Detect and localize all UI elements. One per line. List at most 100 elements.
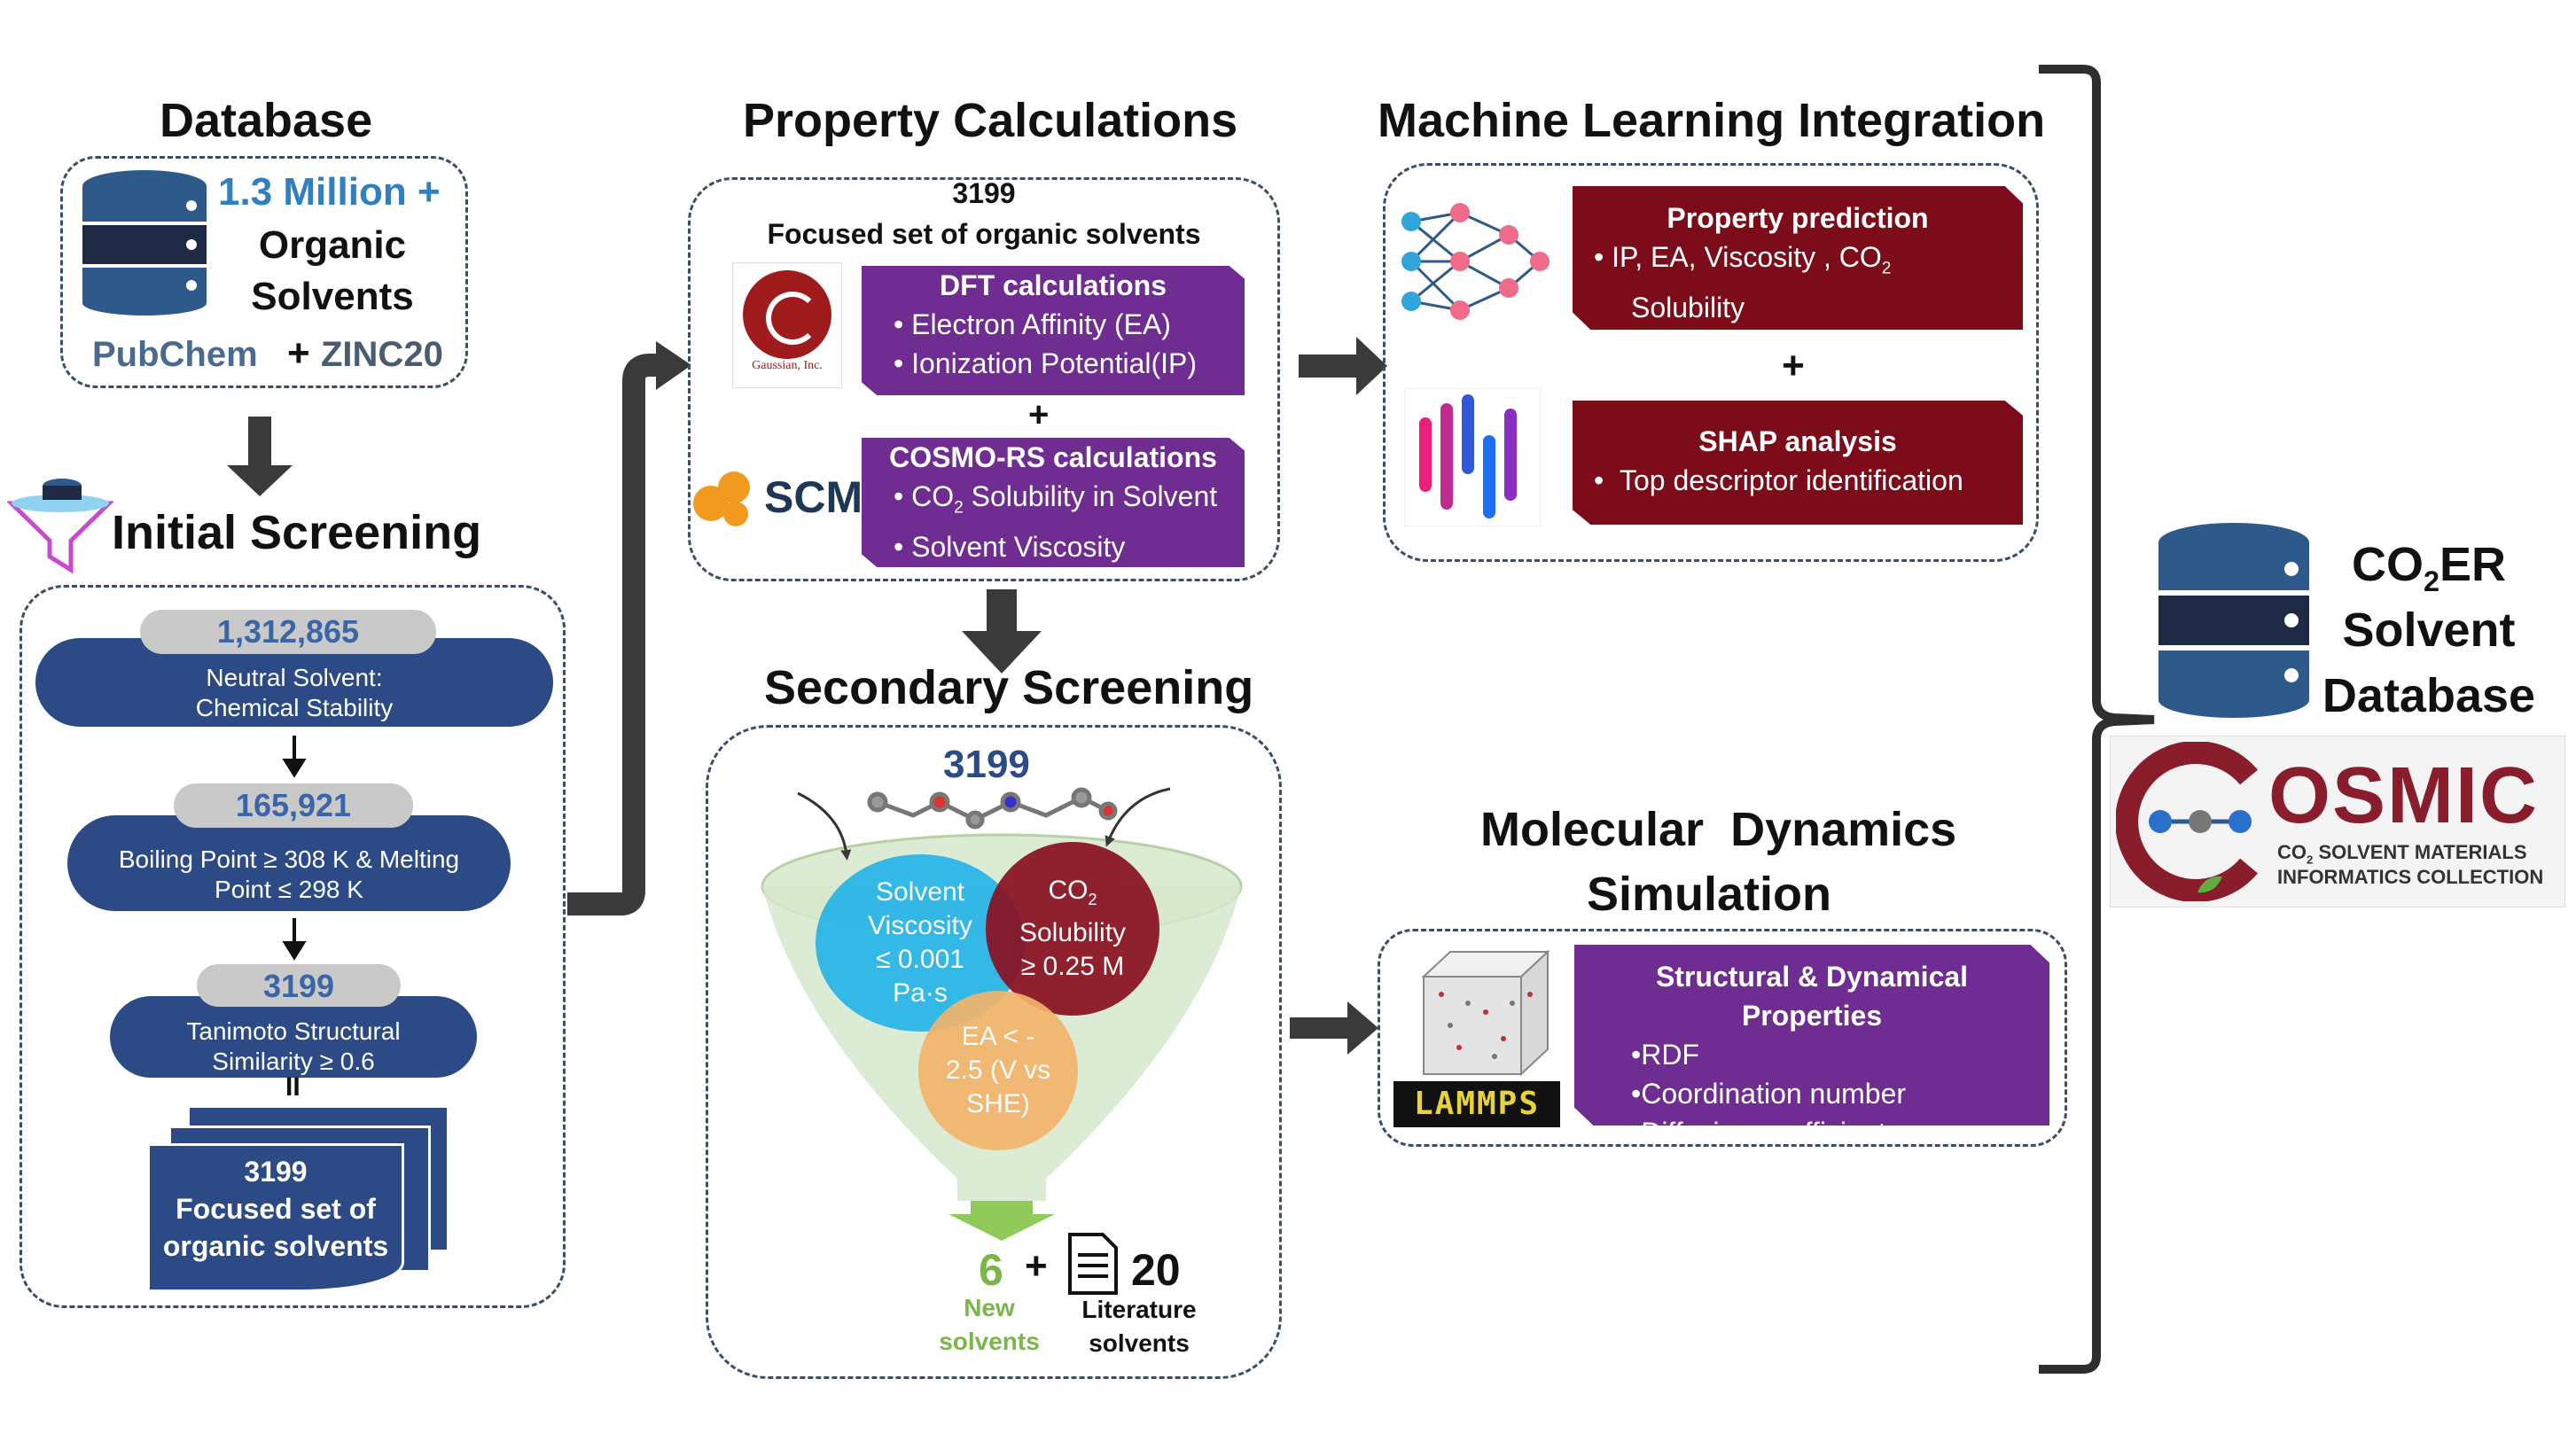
cosmo-box: COSMO-RS calculations • CO2 Solubility i… [862, 438, 1245, 567]
secondary-box [706, 725, 1282, 1379]
osmic-sub-rest: SOLVENT MATERIALS [2313, 841, 2527, 863]
arrow-screening-to-property [567, 341, 691, 915]
viscosity-line1: Solvent [875, 877, 965, 907]
stage2-count: 165,921 [174, 783, 413, 828]
database-count: 1.3 Million + [218, 170, 441, 214]
zinc20-logo: ZINC20 [321, 335, 443, 374]
solubility-line2: Solubility [1019, 918, 1127, 947]
osmic-subtitle-2: INFORMATICS COLLECTION [2277, 866, 2544, 888]
ea-line1: EA < - [961, 1022, 1035, 1051]
md-item-3-text: Diffusion coefficient [1641, 1117, 1886, 1149]
database-plus: + [287, 331, 310, 375]
pubchem-logo: PubChem [92, 335, 258, 374]
solubility-circle: CO2 Solubility ≥ 0.25 M [986, 842, 1159, 1016]
ml-box [1383, 163, 2039, 562]
new-line2: solvents [939, 1328, 1040, 1355]
property-count: 3199 [952, 177, 1016, 209]
output-line2: Solvent [2342, 604, 2516, 657]
database-title: Database [160, 94, 373, 147]
cosmo-item-1: • CO2 Solubility in Solvent [894, 480, 1218, 518]
cosmo-item-1-sub: 2 [954, 498, 964, 518]
osmic-sub-co: CO [2277, 841, 2307, 863]
neural-network-icon [1401, 203, 1550, 320]
secondary-count: 3199 [943, 743, 1030, 786]
stage3-pill: Tanimoto Structural Similarity ≥ 0.6 [110, 996, 477, 1078]
cosmo-item-1-rest: Solubility in Solvent [963, 480, 1218, 512]
gaussian-logo: Gaussian, Inc. [732, 262, 842, 388]
md-title-line2: Simulation [1587, 868, 1832, 921]
database-box [60, 156, 468, 388]
stage1-line2: Chemical Stability [195, 694, 394, 721]
property-prediction-item-line2: Solubility [1631, 292, 1745, 324]
ml-title: Machine Learning Integration [1378, 94, 2046, 147]
osmic-wordmark: OSMIC [2268, 752, 2540, 840]
secondary-plus: + [1025, 1244, 1048, 1288]
co2er-title: CO2ER [2314, 537, 2544, 598]
doc-line2: organic solvents [162, 1230, 389, 1262]
md-box [1378, 929, 2067, 1147]
cosmic-logo: OSMIC CO2 SOLVENT MATERIALS INFORMATICS … [2110, 736, 2565, 908]
md-title-line1: Molecular Dynamics [1480, 803, 1957, 856]
dft-box: DFT calculations • Electron Affinity (EA… [862, 266, 1245, 395]
dft-title: DFT calculations [939, 269, 1167, 301]
cosmo-item-1-co: CO [911, 480, 955, 512]
solubility-line1: CO2 [1048, 874, 1097, 916]
flow-arrows-initial [282, 736, 307, 961]
doc-count: 3199 [244, 1156, 308, 1188]
stage3-count: 3199 [197, 964, 401, 1007]
property-prediction-item-sub: 2 [1881, 259, 1892, 278]
stage1-line1: Neutral Solvent: [206, 664, 383, 691]
right-bracket [2039, 65, 2155, 1374]
cosmo-item-2-text: Solvent Viscosity [911, 531, 1126, 564]
doc-line1: Focused set of [176, 1193, 376, 1225]
stage2-pill: Boiling Point ≥ 308 K & Melting Point ≤ … [67, 815, 511, 911]
funnel-pointer-arrows [797, 787, 1171, 861]
solubility-co: CO [1048, 876, 1089, 905]
co2er-er: ER [2439, 538, 2507, 591]
solubility-line3: ≥ 0.25 M [1020, 952, 1125, 981]
dft-item-2: • Ionization Potential(IP) [894, 347, 1198, 379]
arrow-property-to-secondary [962, 589, 1042, 674]
md-properties-title: Structural & Dynamical Properties [1655, 961, 1969, 1032]
simulation-box-icon [1421, 949, 1550, 1077]
output-database-icon [2158, 523, 2309, 718]
stage1-count: 1,312,865 [140, 610, 436, 654]
shap-title: SHAP analysis [1698, 425, 1897, 457]
arrow-property-to-ml [1299, 337, 1387, 395]
gaussian-label: Gaussian, Inc. [752, 359, 823, 372]
shap-item: • Top descriptor identification [1594, 464, 1963, 496]
output-line3: Database [2322, 669, 2536, 722]
ea-line2: 2.5 (V vs [945, 1056, 1051, 1085]
property-prediction-title: Property prediction [1667, 202, 1929, 234]
property-prediction-item-text: IP, EA, Viscosity , CO [1612, 241, 1882, 273]
ea-circle: EA < - 2.5 (V vs SHE) [918, 991, 1078, 1150]
viscosity-line3: ≤ 0.001 [876, 945, 964, 974]
molecule-sketch [867, 787, 1118, 830]
filter-funnel-icon [7, 479, 113, 574]
property-plus: + [1028, 395, 1050, 434]
gaussian-curve-icon [766, 292, 819, 345]
dft-item-1-text: Electron Affinity (EA) [911, 308, 1171, 340]
md-item-2-text: Coordination number [1641, 1078, 1907, 1110]
doc-stack-front: 3199 Focused set of organic solvents [147, 1143, 404, 1292]
shap-box: SHAP analysis • Top descriptor identific… [1573, 401, 2023, 525]
md-item-3: •Diffusion coefficient [1631, 1117, 1886, 1149]
property-prediction-item: • IP, EA, Viscosity , CO2 [1594, 241, 1892, 278]
document-icon [1068, 1233, 1118, 1295]
stage2-line1: Boiling Point ≥ 308 K & Melting [118, 845, 460, 873]
md-item-2: •Coordination number [1631, 1078, 1907, 1110]
database-line1: Organic [258, 223, 407, 267]
ml-plus: + [1782, 344, 1805, 387]
new-count: 6 [979, 1245, 1003, 1295]
dft-item-2-text: Ionization Potential(IP) [911, 347, 1198, 379]
arrow-secondary-to-md [1290, 1001, 1378, 1055]
co2er-sub: 2 [2423, 565, 2439, 597]
dft-item-1: • Electron Affinity (EA) [894, 308, 1171, 340]
arrow-db-to-screening [227, 417, 293, 496]
secondary-title: Secondary Screening [764, 661, 1254, 714]
ea-line3: SHE) [966, 1089, 1030, 1118]
literature-line2: solvents [1089, 1329, 1190, 1357]
stage2-line2: Point ≤ 298 K [215, 876, 363, 903]
new-line1: New [964, 1294, 1015, 1321]
md-properties-box: Structural & Dynamical Properties •RDF •… [1574, 945, 2049, 1126]
